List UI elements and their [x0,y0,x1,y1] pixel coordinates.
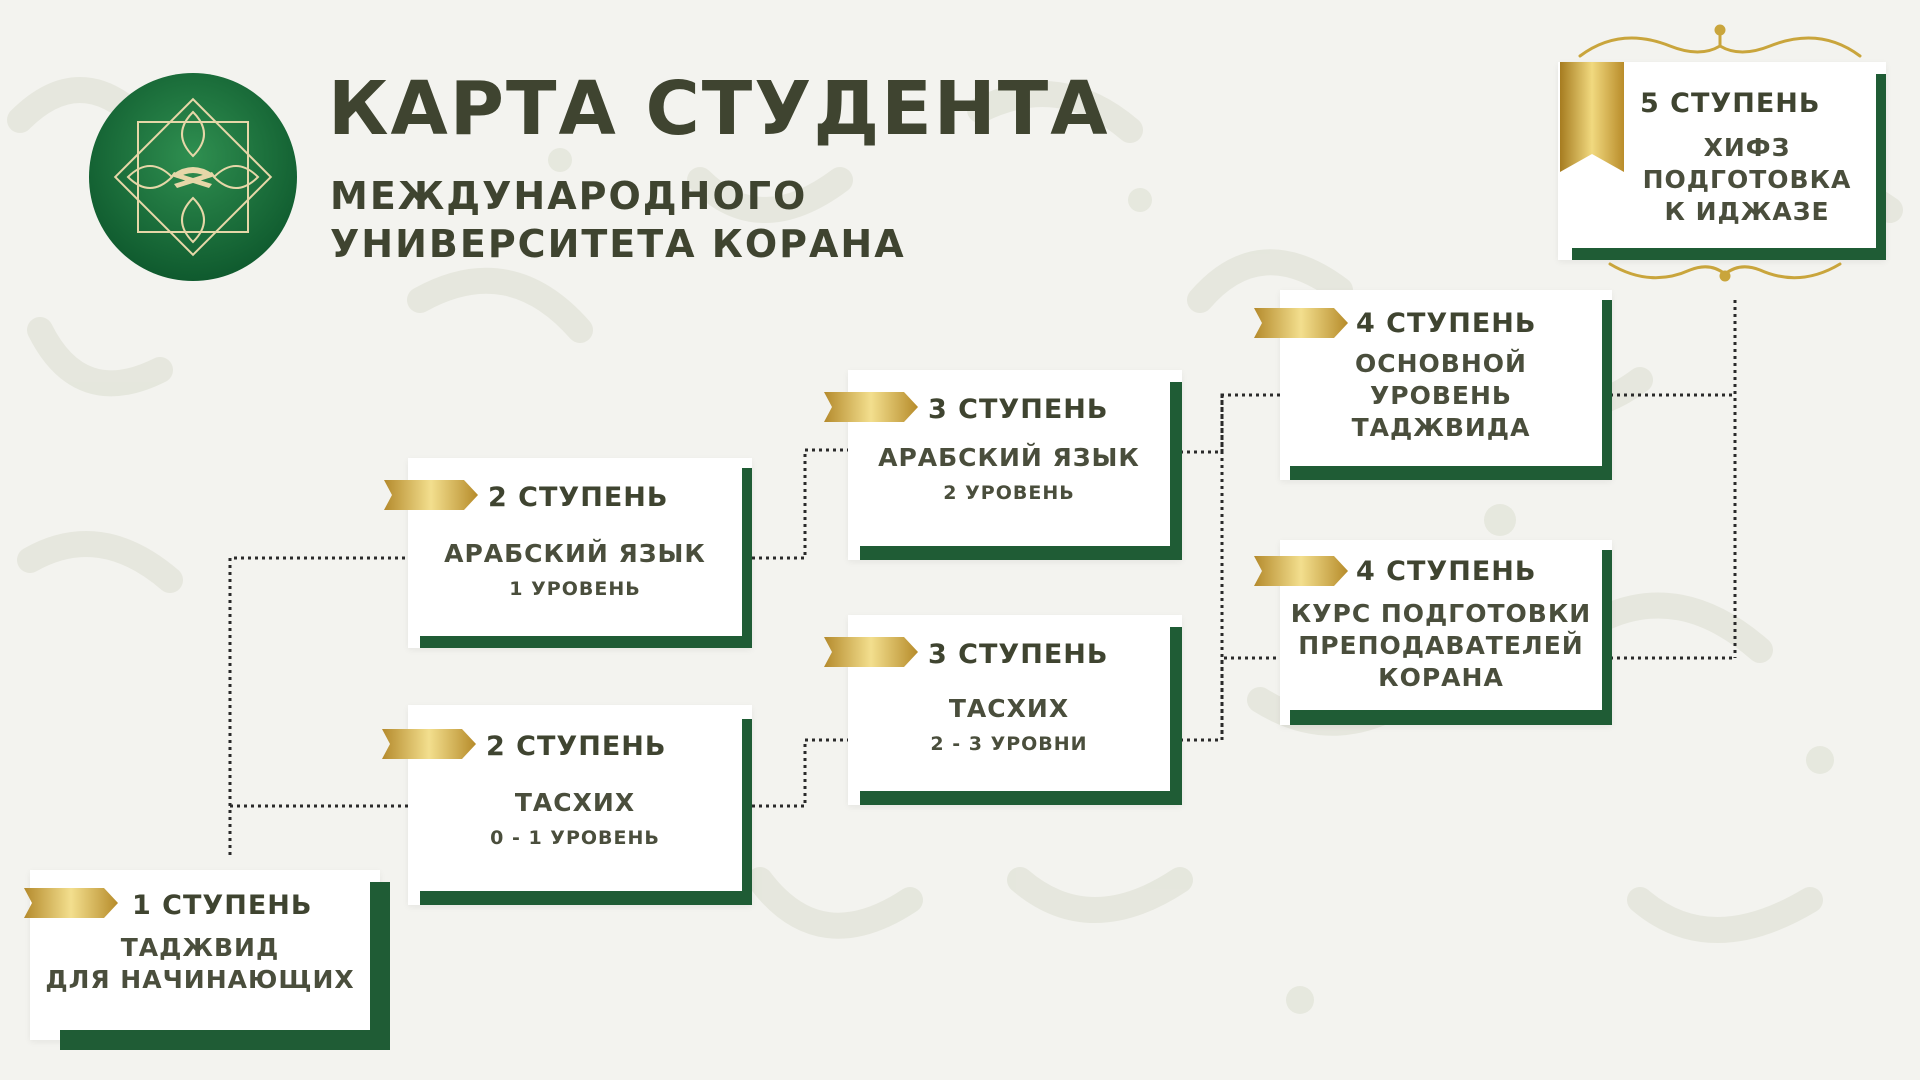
connector-2-3 [752,448,848,560]
course-line-2: ПОДГОТОВКА [1642,165,1852,194]
card-step-4-tajweed: 4 СТУПЕНЬ ОСНОВНОЙ УРОВЕНЬ ТАДЖВИДА [1254,290,1612,480]
connector-2b-3b [752,738,848,808]
card-step-5-hifz: 5 СТУПЕНЬ ХИФЗ ПОДГОТОВКА К ИДЖАЗЕ [1558,62,1886,260]
connector-3-4 [1180,393,1280,454]
course-title: ОСНОВНОЙ УРОВЕНЬ ТАДЖВИДА [1280,348,1602,444]
course-level: 2 УРОВЕНЬ [943,482,1075,504]
course-line-2: ПРЕПОДАВАТЕЛЕЙ [1298,631,1584,660]
step-label: 4 СТУПЕНЬ [1356,556,1537,587]
step-label: 3 СТУПЕНЬ [928,639,1109,670]
page-title: КАРТА СТУДЕНТА [328,66,1110,152]
step-label: 5 СТУПЕНЬ [1640,88,1821,119]
course-line-1: КУРС ПОДГОТОВКИ [1290,599,1592,628]
course-title: КУРС ПОДГОТОВКИ ПРЕПОДАВАТЕЛЕЙ КОРАНА [1280,598,1602,694]
card-step-3-tashih: 3 СТУПЕНЬ ТАСХИХ 2 - 3 УРОВНИ [824,615,1182,805]
course-line-1: ТАДЖВИД [120,933,280,962]
course-title: ТАДЖВИД ДЛЯ НАЧИНАЮЩИХ [30,932,370,996]
card-step-2-tashih: 2 СТУПЕНЬ ТАСХИХ 0 - 1 УРОВЕНЬ [382,705,752,905]
card-step-2-arabic: 2 СТУПЕНЬ АРАБСКИЙ ЯЗЫК 1 УРОВЕНЬ [384,458,752,648]
course-line-3: К ИДЖАЗЕ [1664,197,1830,226]
step-label: 4 СТУПЕНЬ [1356,308,1537,339]
gold-ribbon-icon [1254,556,1348,586]
connector-1-2 [228,556,408,855]
subtitle-line-1: МЕЖДУНАРОДНОГО [330,174,808,218]
step-label: 2 СТУПЕНЬ [486,731,667,762]
course-title: ТАСХИХ [514,788,636,817]
gold-ribbon-icon [1254,308,1348,338]
step-label: 3 СТУПЕНЬ [928,394,1109,425]
card-step-1: 1 СТУПЕНЬ ТАДЖВИД ДЛЯ НАЧИНАЮЩИХ [24,870,390,1050]
course-line-3: ТАДЖВИДА [1351,413,1531,442]
course-level: 1 УРОВЕНЬ [509,578,641,600]
course-line-3: КОРАНА [1378,663,1504,692]
course-level: 0 - 1 УРОВЕНЬ [490,827,660,849]
open-quran-on-rehal-icon [171,167,215,188]
course-line-2: УРОВЕНЬ [1370,381,1512,410]
gold-ribbon-icon [382,729,476,759]
card-step-3-arabic: 3 СТУПЕНЬ АРАБСКИЙ ЯЗЫК 2 УРОВЕНЬ [824,370,1182,560]
course-title: АРАБСКИЙ ЯЗЫК [878,443,1140,472]
course-title: АРАБСКИЙ ЯЗЫК [444,539,706,568]
step-label: 1 СТУПЕНЬ [132,890,313,921]
gold-ribbon-icon [824,637,918,667]
gold-ornament-top [1578,24,1862,58]
gold-ribbon-icon [24,888,118,918]
card-step-4-teacher-course: 4 СТУПЕНЬ КУРС ПОДГОТОВКИ ПРЕПОДАВАТЕЛЕЙ… [1254,540,1612,725]
gold-ribbon-icon [384,480,478,510]
gold-ornament-bottom [1608,262,1842,282]
step-label: 2 СТУПЕНЬ [488,482,669,513]
subtitle-line-2: УНИВЕРСИТЕТА КОРАНА [330,222,906,266]
course-level: 2 - 3 УРОВНИ [930,733,1088,755]
page-subtitle: МЕЖДУНАРОДНОГО УНИВЕРСИТЕТА КОРАНА [330,172,906,268]
course-line-2: ДЛЯ НАЧИНАЮЩИХ [45,965,355,994]
course-line-1: ХИФЗ [1703,133,1791,162]
gold-bookmark-icon [1560,62,1624,172]
connector-3b-4b [1180,656,1280,742]
course-title: ХИФЗ ПОДГОТОВКА К ИДЖАЗЕ [1618,132,1876,228]
course-line-1: ОСНОВНОЙ [1355,349,1527,378]
course-title: ТАСХИХ [948,694,1070,723]
university-logo [89,73,297,281]
gold-ribbon-icon [824,392,918,422]
